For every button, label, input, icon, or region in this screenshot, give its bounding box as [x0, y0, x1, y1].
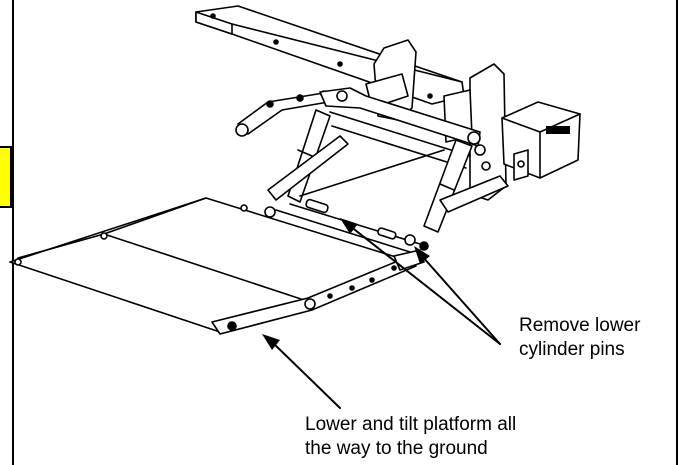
callout-remove-pins-line1: Remove lower [519, 315, 641, 336]
callout-lower-tilt-line1: Lower and tilt platform all [305, 414, 517, 435]
yellow-margin-tab [0, 146, 12, 208]
callout-remove-pins: Remove lower cylinder pins [519, 314, 640, 362]
top-mount-plate [195, 5, 465, 105]
callout-remove-pins-line2: cylinder pins [519, 339, 625, 360]
platform-deck [9, 197, 413, 333]
lower-links [264, 135, 509, 253]
callout-lower-tilt: Lower and tilt platform all the way to t… [305, 413, 516, 461]
frame-right-border [676, 0, 678, 465]
arrow-pointer [262, 218, 501, 409]
pump-box [501, 101, 581, 181]
upper-arms [235, 87, 481, 169]
frame-left-border [12, 0, 14, 465]
platform-side-rail [211, 249, 425, 335]
callout-lower-tilt-line2: the way to the ground [305, 438, 488, 459]
